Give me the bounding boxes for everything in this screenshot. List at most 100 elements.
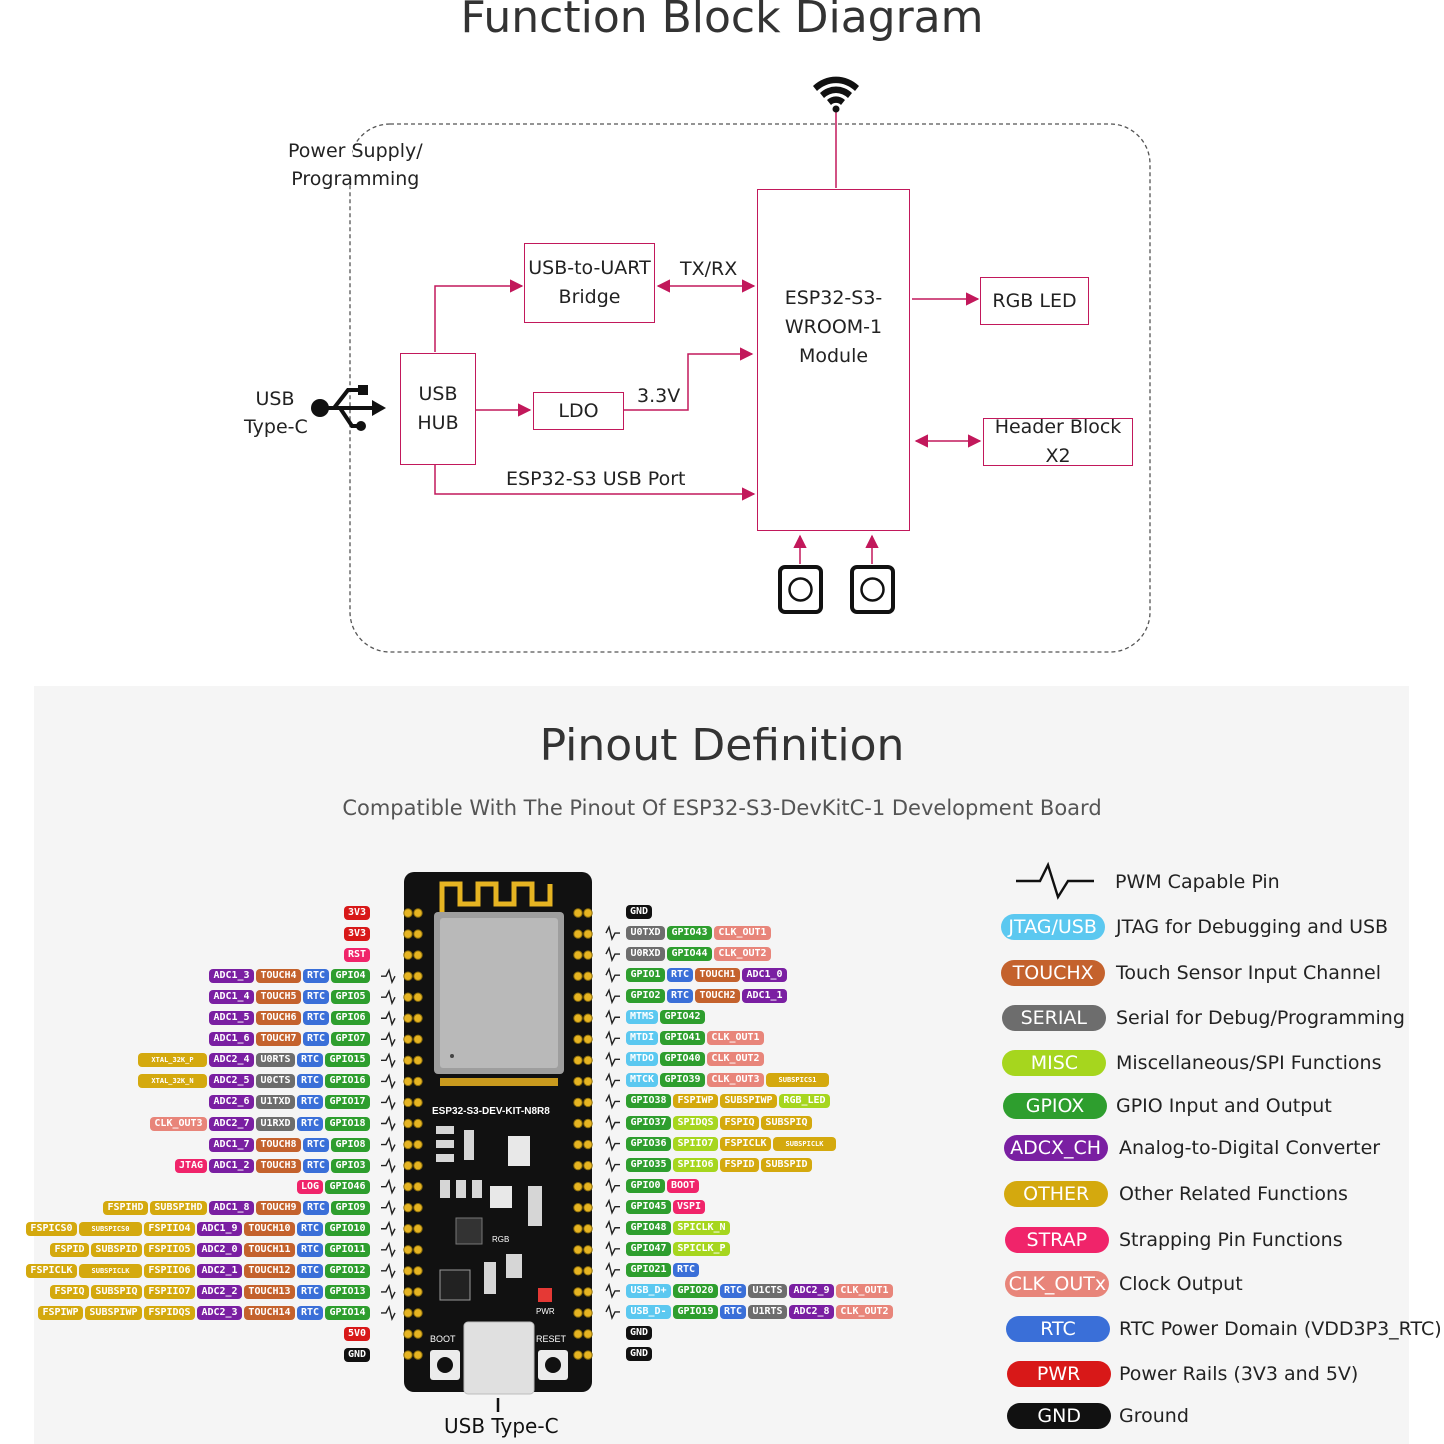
pin-tag-R-19-3: U1RTS — [748, 1304, 787, 1319]
header-pin — [403, 950, 413, 960]
pin-tag-L-18-2: FSPIIO7 — [144, 1284, 195, 1299]
pin-tag-R-8-3: SUBSPICS1 — [766, 1073, 829, 1088]
pin-tag-R-4-3: ADC1_1 — [742, 989, 787, 1004]
pin-tag-R-13-1: BOOT — [667, 1178, 699, 1193]
pin-tag-L-15-6: GPIO10 — [325, 1221, 370, 1236]
pin-tag-R-12-1: SPIIO6 — [673, 1157, 718, 1172]
pin-tag-L-19-4: TOUCH14 — [244, 1305, 295, 1320]
pwm-mark-L-8 — [381, 1073, 396, 1090]
pin-tag-L-2-0: RST — [344, 948, 370, 963]
pin-tag-L-14-2: ADC1_8 — [209, 1200, 254, 1215]
header-pin — [413, 971, 423, 981]
pin-tag-L-14-3: TOUCH9 — [256, 1200, 301, 1215]
header-pin — [403, 1266, 413, 1276]
header-pin — [403, 1055, 413, 1066]
pin-tag-L-17-4: TOUCH12 — [244, 1263, 295, 1278]
pin-tag-L-5-2: RTC — [303, 1011, 329, 1026]
pin-tag-R-4-1: RTC — [667, 989, 693, 1004]
pin-tag-L-11-0: ADC1_7 — [209, 1137, 254, 1152]
pin-tag-R-6-0: MTDI — [626, 1031, 658, 1046]
pin-tag-L-19-2: FSPIDQS — [144, 1305, 195, 1320]
pwm-mark-L-14 — [381, 1199, 396, 1216]
pin-tag-L-7-0: XTAL_32K_P — [138, 1053, 207, 1068]
pin-tag-L-6-1: TOUCH7 — [256, 1032, 301, 1047]
pin-tag-R-11-3: SUBSPICLK — [773, 1136, 836, 1151]
pin-tag-L-8-2: U0CTS — [256, 1074, 295, 1089]
pin-tag-L-15-0: FSPICS0 — [26, 1221, 77, 1236]
pin-tag-R-1-2: CLK_OUT1 — [714, 926, 771, 941]
header-pin — [573, 1224, 583, 1234]
header-pin — [583, 1076, 593, 1087]
header-pin — [583, 1245, 593, 1255]
header-pin — [583, 1266, 593, 1276]
header-pin — [573, 1203, 583, 1213]
pwm-mark-L-6 — [381, 1031, 396, 1048]
pin-tag-R-8-1: GPIO39 — [660, 1073, 705, 1088]
legend-text-3: Serial for Debug/Programming — [1116, 1007, 1405, 1029]
header-pin — [413, 1139, 423, 1150]
header-pin — [403, 1224, 413, 1234]
pin-tag-R-12-2: FSPID — [720, 1157, 759, 1172]
pin-tag-L-10-1: ADC2_7 — [209, 1116, 254, 1131]
pwm-mark-L-12 — [381, 1157, 396, 1174]
pin-tag-L-15-2: FSPIIO4 — [144, 1221, 195, 1236]
pin-tag-L-8-3: RTC — [297, 1074, 323, 1089]
usb-icon — [311, 385, 386, 431]
pwm-mark-L-16 — [381, 1241, 396, 1258]
rgb-led-block: RGB LED — [980, 277, 1089, 325]
pwm-mark-L-3 — [381, 968, 396, 985]
pin-tag-R-12-3: SUBSPID — [761, 1157, 812, 1172]
legend-pill-6: ADCX_CH — [1003, 1135, 1108, 1161]
header-pin — [413, 929, 423, 939]
pin-tag-L-15-4: TOUCH10 — [244, 1221, 295, 1236]
pin-tag-L-5-0: ADC1_5 — [209, 1011, 254, 1026]
header-pin — [403, 1118, 413, 1129]
pin-tag-L-10-4: GPIO18 — [325, 1116, 370, 1131]
pin-tag-R-20-0: GND — [626, 1326, 652, 1340]
legend-pill-9: CLK_OUTx — [1005, 1271, 1110, 1297]
header-pin — [573, 971, 583, 981]
pin-tag-R-15-1: SPICLK_N — [673, 1220, 730, 1235]
pwm-mark-R-10 — [605, 1114, 620, 1131]
header-pin — [403, 1013, 413, 1023]
pwm-mark-L-15 — [381, 1220, 396, 1237]
pin-tag-L-17-1: SUBSPICLK — [79, 1263, 142, 1278]
wifi-icon — [813, 76, 859, 113]
header-pin — [413, 1076, 423, 1087]
header-block: Header Block X2 — [983, 416, 1133, 467]
header-pin — [403, 1245, 413, 1255]
header-pin — [403, 1308, 413, 1318]
usb-typec-board-label: USB Type-C — [444, 1414, 559, 1438]
usb-port-arrow — [434, 465, 756, 501]
pin-tag-L-14-5: GPIO9 — [331, 1200, 370, 1215]
usb-pointer-line — [496, 1398, 500, 1412]
header-pin — [583, 929, 593, 939]
pin-tag-R-16-0: GPIO47 — [626, 1241, 671, 1256]
pin-tag-L-4-0: ADC1_4 — [209, 990, 254, 1005]
pin-tag-L-18-5: RTC — [297, 1284, 323, 1299]
pwm-mark-R-8 — [605, 1072, 620, 1089]
pin-tag-R-9-2: SUBSPIWP — [720, 1094, 777, 1109]
pin-tag-R-6-2: CLK_OUT1 — [707, 1031, 764, 1046]
header-pin — [583, 1013, 593, 1023]
ldo-to-module-arrow — [624, 347, 754, 411]
header-pin — [573, 1350, 583, 1360]
header-pin — [413, 1160, 423, 1171]
pin-tag-L-3-2: RTC — [303, 969, 329, 984]
header-pin — [583, 1034, 593, 1045]
pin-tag-R-1-0: U0TXD — [626, 926, 665, 941]
legend-text-10: RTC Power Domain (VDD3P3_RTC) — [1119, 1318, 1442, 1340]
pin-tag-L-9-1: U1TXD — [256, 1095, 295, 1110]
pin-tag-L-19-1: SUBSPIWP — [85, 1305, 142, 1320]
pwm-mark-R-6 — [605, 1030, 620, 1047]
header-pin — [573, 1055, 583, 1066]
pin-tag-L-17-6: GPIO12 — [325, 1263, 370, 1278]
pin-tag-L-12-1: ADC1_2 — [209, 1158, 254, 1173]
legend-text-1: JTAG for Debugging and USB — [1116, 916, 1389, 938]
pin-tag-R-7-1: GPIO40 — [660, 1052, 705, 1067]
pin-tag-L-21-0: GND — [344, 1348, 370, 1363]
right-pin-header — [573, 908, 593, 1360]
header-pin — [583, 1350, 593, 1360]
pwm-mark-L-9 — [381, 1094, 396, 1111]
